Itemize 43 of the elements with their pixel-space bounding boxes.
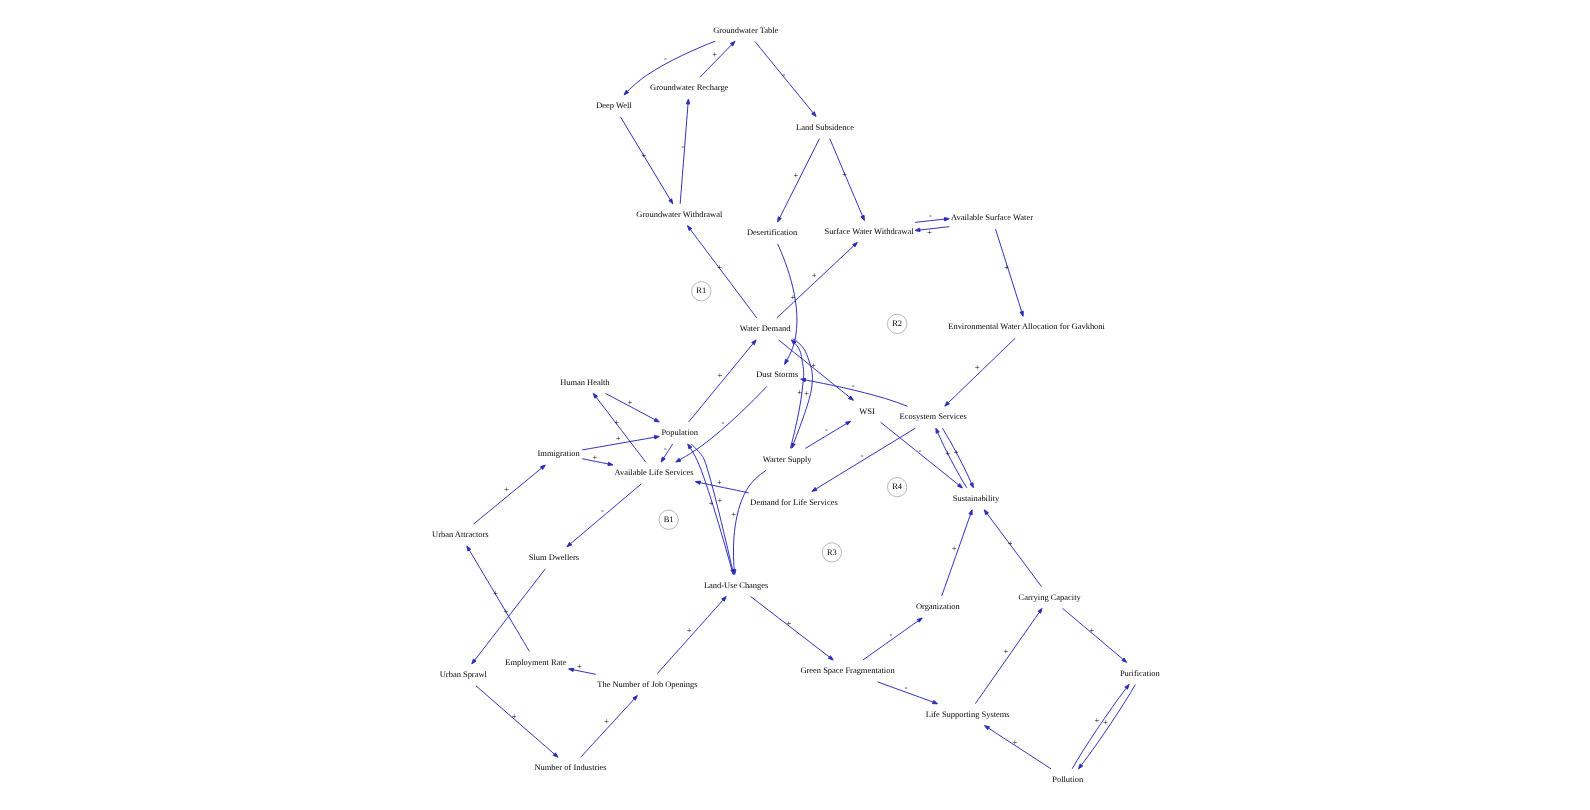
arrow	[879, 421, 962, 489]
arrow	[678, 98, 690, 205]
arrow	[775, 241, 857, 319]
arrow	[619, 116, 673, 205]
arrow	[591, 392, 646, 463]
arrow	[604, 392, 659, 423]
arrow	[876, 681, 938, 705]
arrow	[803, 420, 851, 449]
arrow	[567, 667, 596, 675]
arrow	[698, 40, 735, 78]
arrow	[934, 427, 967, 489]
arrow	[686, 225, 757, 319]
arrow	[687, 339, 756, 423]
arrow	[659, 443, 673, 463]
arrow	[861, 617, 922, 661]
arrow	[810, 427, 915, 492]
arrow	[753, 40, 816, 117]
arrow	[828, 138, 864, 221]
arrow	[940, 509, 972, 597]
arrow	[748, 595, 833, 661]
arrow	[565, 483, 641, 548]
arrow	[983, 725, 1051, 770]
arrow	[973, 607, 1042, 705]
arrow	[470, 568, 545, 665]
arrow	[940, 427, 973, 489]
arrow	[799, 377, 908, 407]
arrow	[913, 226, 949, 233]
arrow	[580, 435, 659, 451]
arrow	[943, 337, 1015, 407]
arrow	[674, 385, 767, 463]
arrow	[474, 685, 558, 758]
arrow	[579, 695, 637, 758]
arrow	[776, 138, 819, 223]
arrow	[655, 595, 726, 675]
arrow	[580, 458, 613, 467]
arrow	[622, 40, 715, 96]
arrow	[994, 228, 1023, 317]
arrow	[693, 480, 749, 494]
arrow	[1061, 607, 1127, 663]
arrow	[982, 509, 1041, 587]
arrow	[472, 464, 545, 525]
arrow	[913, 217, 949, 223]
arrow	[465, 545, 529, 652]
